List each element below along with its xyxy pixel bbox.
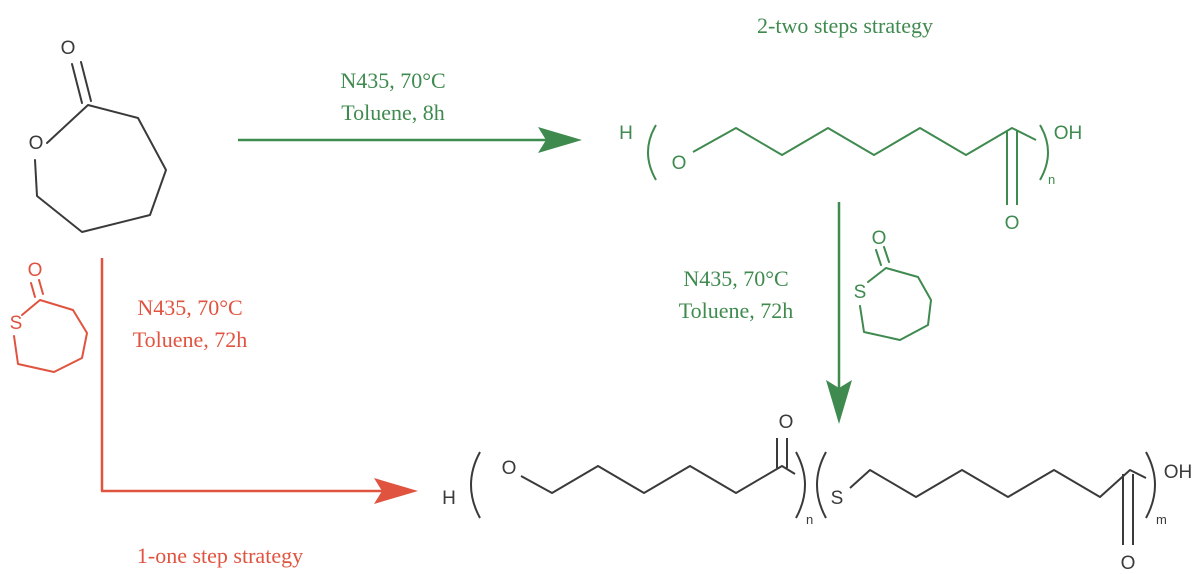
caprolactone-carbonyl-o: O — [61, 38, 76, 59]
one-step-conditions-solvent: Toluene, 72h — [133, 327, 248, 352]
product-oh: OH — [1164, 462, 1193, 483]
caprolactone-ring-o: O — [29, 133, 44, 154]
pcl-carbonyl-o: O — [1005, 213, 1020, 234]
product-subscript-m: m — [1156, 512, 1167, 527]
one-step-conditions-catalyst: N435, 70°C — [137, 295, 242, 320]
two-step-title: 2-two steps strategy — [757, 13, 933, 38]
product-pcl-chain — [520, 465, 796, 494]
product-bracket-right-1 — [795, 451, 806, 519]
pcl-o: O — [672, 153, 687, 174]
pcl-subscript-n: n — [1048, 172, 1055, 187]
step1-conditions-catalyst: N435, 70°C — [340, 68, 445, 93]
product-subscript-n: n — [806, 512, 813, 527]
thiolactone-green-o: O — [872, 228, 887, 249]
thiolactone-red-molecule — [13, 279, 88, 373]
product-carbonyl1-o: O — [779, 412, 794, 433]
caprolactone-molecule — [34, 61, 167, 233]
step1-conditions-solvent: Toluene, 8h — [341, 100, 445, 125]
step2-conditions-catalyst: N435, 70°C — [683, 266, 788, 291]
product-bracket-right-2 — [1145, 451, 1156, 519]
pcl-bracket-left — [647, 124, 657, 181]
thiolactone-green-s: S — [854, 282, 867, 303]
step2-conditions-solvent: Toluene, 72h — [679, 298, 794, 323]
product-bracket-left-2 — [816, 451, 827, 519]
thiolactone-red-s: S — [10, 313, 23, 334]
product-h: H — [442, 488, 456, 509]
product-carbonyl2-o: O — [1121, 553, 1136, 574]
pcl-bracket-right — [1039, 124, 1049, 181]
product-ptcl-chain — [849, 469, 1147, 498]
product-ester-o: O — [502, 458, 517, 479]
pcl-h: H — [619, 123, 633, 144]
one-step-title: 1-one step strategy — [137, 543, 303, 568]
step2-arrow-head — [826, 380, 852, 424]
thiolactone-green-molecule — [859, 246, 932, 341]
product-thioester-s: S — [831, 488, 844, 509]
pcl-oh: OH — [1054, 123, 1083, 144]
pcl-chain — [692, 127, 1037, 156]
product-bracket-left-1 — [470, 451, 481, 519]
step1-arrow-head — [538, 127, 582, 153]
one-step-arrow-head — [374, 478, 418, 504]
thiolactone-red-o: O — [28, 260, 43, 281]
